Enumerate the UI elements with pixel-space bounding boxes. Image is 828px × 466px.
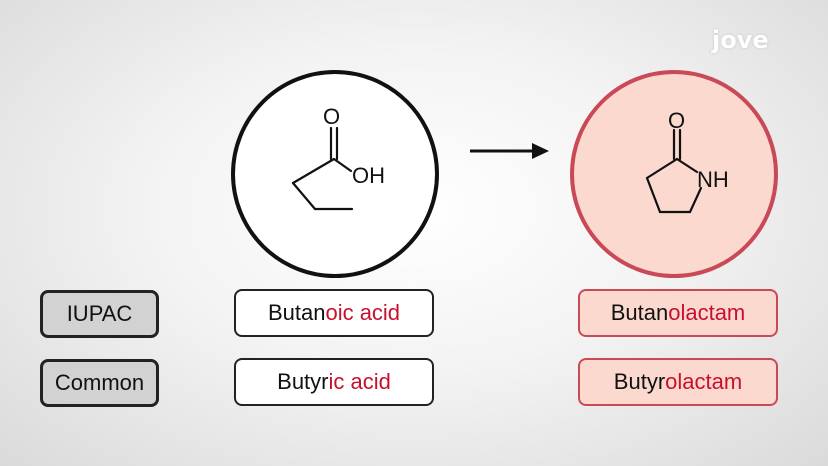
chain-bond-1 bbox=[291, 157, 336, 185]
reactant-structure-circle bbox=[231, 70, 439, 278]
iupac-label-text: IUPAC bbox=[66, 301, 133, 326]
product-oxygen-label: O bbox=[668, 108, 685, 133]
product-structure-circle bbox=[570, 70, 778, 278]
reactant-common-stem: Butyr bbox=[277, 369, 329, 394]
butanolactam-structure bbox=[645, 128, 703, 214]
product-iupac-suffix: olactam bbox=[668, 300, 746, 325]
product-amine-label: NH bbox=[697, 167, 729, 192]
jove-logo: jove bbox=[712, 26, 769, 54]
c-oh-bond bbox=[332, 157, 353, 173]
reactant-iupac-suffix: oic acid bbox=[325, 300, 401, 325]
reactant-iupac-stem: Butan bbox=[267, 300, 326, 325]
reactant-hydroxyl-label: OH bbox=[352, 163, 385, 188]
common-label-box: Common bbox=[40, 359, 159, 407]
butanoic-acid-structure bbox=[291, 126, 354, 211]
iupac-label-box: IUPAC bbox=[40, 290, 159, 338]
reactant-common-suffix: ic acid bbox=[328, 369, 391, 394]
ring-bond-n-c bbox=[688, 186, 703, 214]
product-iupac-stem: Butan bbox=[610, 300, 669, 325]
ring-bond-top bbox=[645, 157, 679, 180]
ring-bond-c-n bbox=[675, 157, 699, 174]
reactant-oxygen-label: O bbox=[323, 104, 340, 129]
ring-bond-left bbox=[645, 176, 662, 214]
common-label-text: Common bbox=[54, 370, 145, 395]
product-common-suffix: olactam bbox=[665, 369, 743, 394]
product-common-stem: Butyr bbox=[613, 369, 666, 394]
chain-bond-2 bbox=[291, 181, 317, 211]
reaction-arrow bbox=[470, 143, 549, 159]
